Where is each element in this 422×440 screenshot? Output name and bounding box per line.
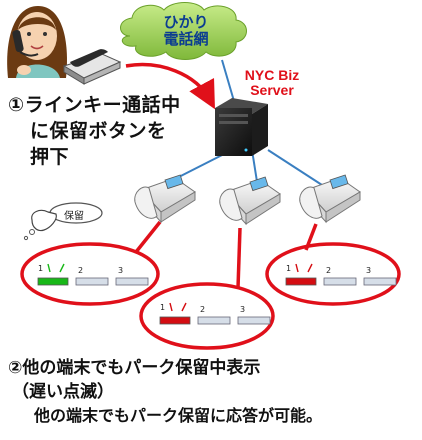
key-panel-middle <box>159 302 271 325</box>
step1-line3: 押下 <box>30 146 70 168</box>
phone-icon-left <box>134 174 196 224</box>
step1-line1: ①ラインキー通話中 <box>8 94 181 116</box>
line-key-1-led <box>285 277 317 286</box>
key-number-1: 1 <box>160 303 166 312</box>
line-key-3 <box>115 277 149 286</box>
step2-line1: ②他の端末でもパーク保留中表示 <box>8 358 261 378</box>
step2-line2: （遅い点滅） <box>12 382 114 402</box>
cloud-label: ひかり 電話網 <box>150 14 222 47</box>
line-key-2 <box>323 277 357 286</box>
cloud-label-line2: 電話網 <box>163 29 209 48</box>
line-key-3 <box>363 277 397 286</box>
line-key-1-led <box>37 277 69 286</box>
line-key-2 <box>75 277 109 286</box>
phone-icon-right <box>299 174 361 224</box>
phone-icon-middle <box>219 176 281 226</box>
server-label: NYC Biz Server <box>232 68 312 97</box>
callout-lines <box>134 220 318 289</box>
server-label-line2: Server <box>250 81 294 98</box>
cloud-icon <box>120 2 247 60</box>
desk-phone-icon <box>62 49 122 85</box>
line-key-3 <box>237 316 271 325</box>
operator-icon <box>7 6 67 78</box>
cloud-label-line1: ひかり <box>163 13 209 31</box>
key-number-2: 2 <box>200 305 206 314</box>
step1-line2: に保留ボタンを <box>30 120 167 142</box>
key-number-3: 3 <box>118 266 124 275</box>
line-key-1-led <box>159 316 191 325</box>
line-key-2 <box>197 316 231 325</box>
key-number-1: 1 <box>286 264 292 273</box>
hold-bubble-label: 保留 <box>64 211 84 222</box>
key-number-1: 1 <box>38 264 44 273</box>
hold-press-bubble <box>23 202 103 241</box>
key-panel-frames <box>20 242 401 350</box>
key-number-3: 3 <box>240 305 246 314</box>
server-icon <box>215 98 268 156</box>
server-label-line1: NYC Biz <box>244 67 300 83</box>
key-panel-right <box>285 263 397 286</box>
key-panel-left <box>37 263 149 286</box>
step2-line3: 他の端末でもパーク保留に応答が可能。 <box>34 406 323 425</box>
key-number-2: 2 <box>78 266 84 275</box>
call-arrow <box>125 62 215 110</box>
key-number-2: 2 <box>326 266 332 275</box>
key-number-3: 3 <box>366 266 372 275</box>
